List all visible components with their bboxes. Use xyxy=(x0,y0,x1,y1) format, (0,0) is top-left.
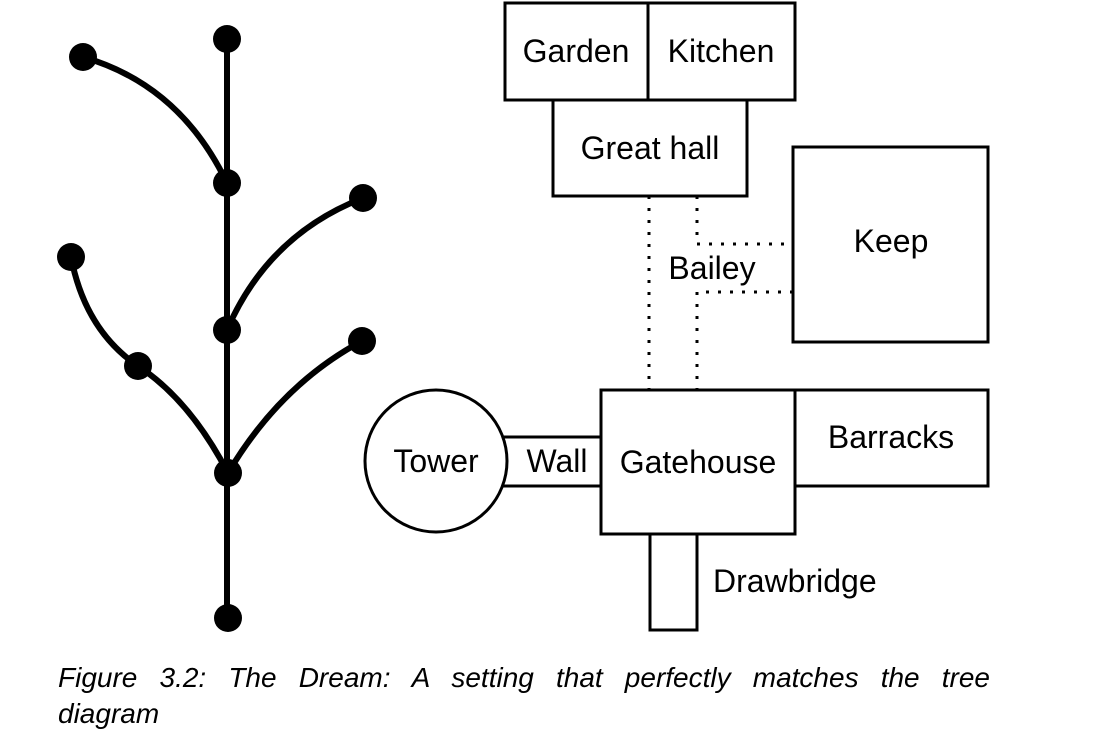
great-hall-box xyxy=(551,98,749,198)
tree-branch xyxy=(80,54,230,186)
figure-caption-line2: diagram xyxy=(58,698,160,729)
barracks-box xyxy=(793,388,990,488)
figure-caption: Figure 3.2: The Dream: A setting that pe… xyxy=(58,660,990,732)
bailey-dotted-lines xyxy=(647,196,793,389)
tree-node xyxy=(124,352,152,380)
tree-branch xyxy=(68,254,141,369)
kitchen-label: Kitchen xyxy=(667,33,775,69)
barracks-label: Barracks xyxy=(827,419,955,455)
kitchen-box xyxy=(646,1,797,102)
tree-node xyxy=(214,604,242,632)
tree-node xyxy=(349,184,377,212)
gatehouse-label: Gatehouse xyxy=(619,444,777,480)
bailey-dotted-right-lower xyxy=(695,290,793,389)
tree-node xyxy=(57,243,85,271)
tree-nodes xyxy=(57,25,377,632)
wall-box xyxy=(493,435,603,488)
tower-label: Tower xyxy=(393,443,479,479)
keep-label: Keep xyxy=(853,223,929,259)
castle-map xyxy=(363,1,990,632)
tree-node xyxy=(348,327,376,355)
bailey-dotted-right-upper xyxy=(695,196,793,246)
tree-node xyxy=(213,316,241,344)
garden-label: Garden xyxy=(522,33,630,69)
drawbridge-box xyxy=(648,532,699,632)
garden-box xyxy=(503,1,650,102)
tree-node xyxy=(69,43,97,71)
keep-box xyxy=(791,145,990,344)
tree-node xyxy=(214,459,242,487)
bailey-label: Bailey xyxy=(668,250,756,286)
wall-label: Wall xyxy=(526,443,588,479)
tower-circle xyxy=(363,388,509,534)
great-hall-label: Great hall xyxy=(580,130,720,166)
tree-node xyxy=(213,25,241,53)
tree-branch xyxy=(135,363,231,476)
tree-branch xyxy=(225,338,365,476)
gatehouse-box xyxy=(599,388,797,536)
drawbridge-label: Drawbridge xyxy=(713,563,877,599)
tree-node xyxy=(213,169,241,197)
figure-caption-line1: Figure 3.2: The Dream: A setting that pe… xyxy=(58,662,990,693)
tree-branch xyxy=(224,195,366,333)
